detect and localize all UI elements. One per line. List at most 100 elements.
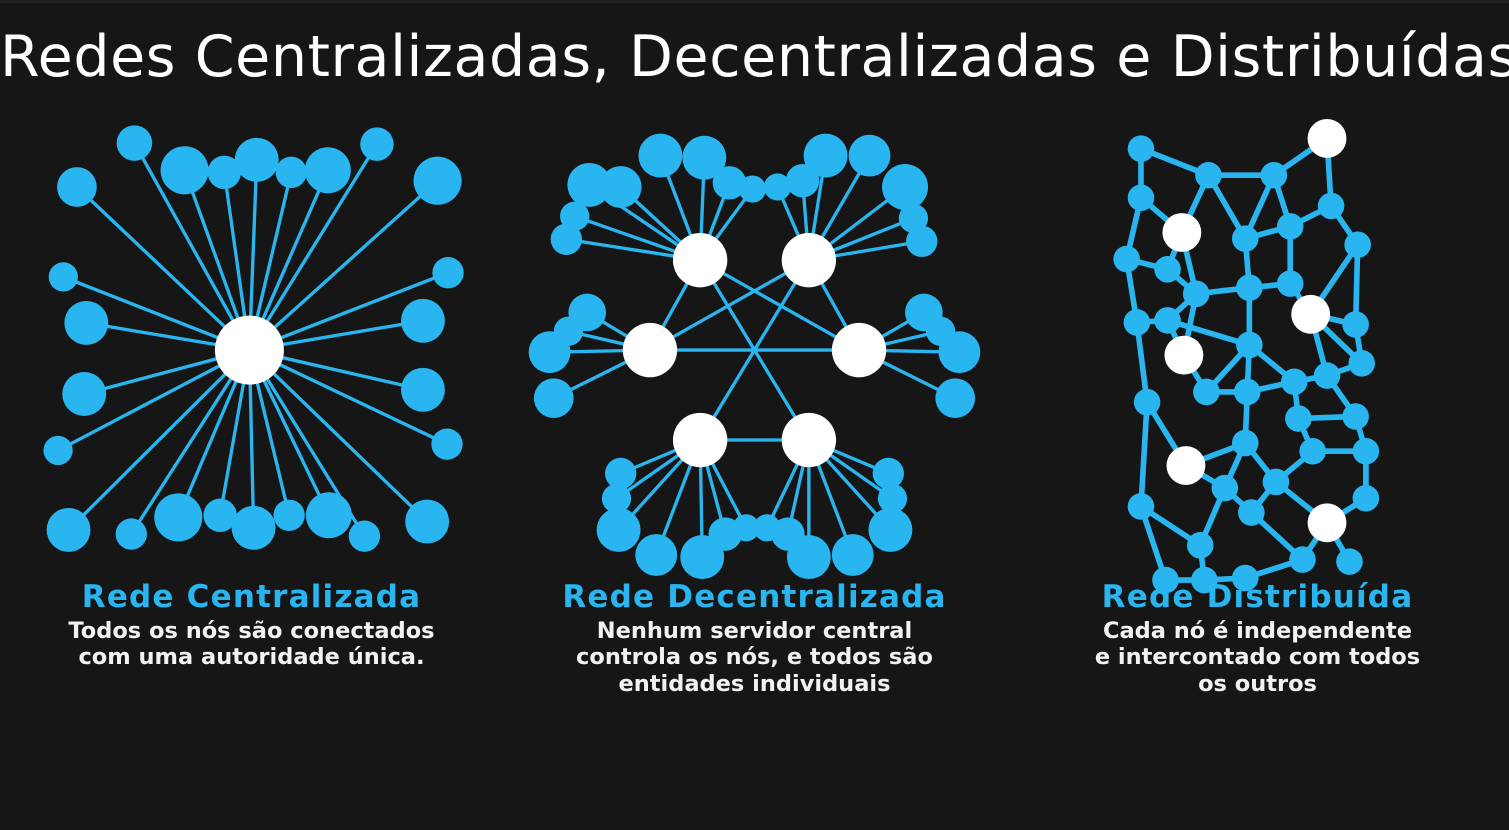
centralized-network-graphic — [0, 118, 503, 578]
network-node — [560, 201, 590, 231]
caption-title-decentralized: Rede Decentralizada — [562, 579, 947, 615]
network-node — [1231, 429, 1259, 457]
network-node — [1182, 280, 1210, 308]
network-node-hub — [1166, 446, 1206, 485]
network-node-hub — [672, 412, 728, 468]
network-node — [868, 507, 913, 552]
caption-title-centralized: Rede Centralizada — [81, 579, 422, 615]
network-node-hub — [1307, 119, 1347, 158]
distributed-network-svg — [1113, 119, 1380, 594]
network-node — [1154, 307, 1181, 334]
network-node — [1260, 161, 1288, 189]
network-node — [115, 518, 147, 550]
graph-edge — [247, 348, 449, 446]
network-node-hub — [622, 322, 678, 378]
network-node-hub — [781, 412, 837, 468]
network-node — [401, 298, 445, 343]
network-node — [638, 133, 683, 178]
graph-edge — [1138, 399, 1150, 510]
network-node — [275, 156, 307, 189]
network-node-hub — [1164, 335, 1204, 375]
network-node — [935, 378, 976, 419]
network-node — [432, 257, 464, 289]
caption-body-centralized: Todos os nós são conectados com uma auto… — [68, 617, 435, 671]
graph-edge — [129, 348, 252, 536]
network-node — [550, 223, 582, 255]
network-node — [1342, 403, 1369, 430]
graph-edge — [75, 185, 252, 352]
network-node — [1127, 184, 1155, 212]
network-node — [1285, 405, 1312, 432]
network-node — [785, 164, 820, 198]
panel-decentralized: Rede Decentralizada Nenhum servidor cent… — [503, 118, 1006, 718]
graph-nodes — [528, 133, 981, 580]
network-node — [348, 520, 381, 552]
caption-decentralized: Rede Decentralizada Nenhum servidor cent… — [503, 580, 1006, 697]
graph-edge — [247, 179, 440, 352]
network-panels: Rede Centralizada Todos os nós são conec… — [0, 118, 1509, 718]
network-node — [273, 499, 305, 531]
network-node — [712, 166, 747, 200]
network-node — [1236, 274, 1263, 301]
network-node — [803, 133, 848, 178]
network-node — [1313, 362, 1341, 389]
network-node — [906, 225, 938, 258]
network-node — [207, 155, 242, 190]
network-node — [763, 173, 792, 201]
network-node — [1123, 309, 1151, 336]
graph-edge — [698, 258, 861, 352]
network-node — [154, 493, 203, 542]
network-node — [732, 514, 760, 542]
network-node — [1317, 192, 1345, 220]
network-node — [1299, 437, 1326, 465]
network-node — [48, 262, 78, 292]
graph-edge — [247, 348, 429, 524]
network-node — [1262, 468, 1290, 496]
network-node — [680, 535, 725, 580]
network-node — [64, 300, 109, 345]
network-node — [401, 367, 445, 412]
network-node — [405, 499, 450, 544]
graph-nodes — [1113, 119, 1380, 594]
network-node-hub — [1162, 213, 1202, 252]
network-node — [43, 435, 73, 466]
network-node — [738, 175, 766, 203]
network-node-hub — [1291, 294, 1331, 334]
network-node — [599, 166, 642, 208]
network-node — [1348, 350, 1376, 377]
network-node — [360, 127, 394, 161]
caption-title-distributed: Rede Distribuída — [1101, 579, 1414, 615]
network-node — [1211, 474, 1239, 502]
network-node — [1289, 546, 1316, 573]
network-node — [567, 162, 612, 207]
panel-centralized: Rede Centralizada Todos os nós são conec… — [0, 118, 503, 718]
network-node — [1127, 493, 1155, 520]
network-node — [203, 498, 237, 532]
page-title: Redes Centralizadas, Decentralizadas e D… — [0, 24, 1509, 90]
network-node — [786, 535, 831, 580]
graph-edge — [247, 271, 450, 352]
network-node — [1195, 161, 1222, 189]
network-node — [234, 137, 279, 182]
network-node-hub — [831, 322, 887, 378]
network-node — [831, 534, 874, 576]
network-node — [1233, 378, 1261, 406]
network-node — [1336, 548, 1363, 575]
network-node — [1342, 311, 1369, 338]
network-node — [533, 378, 574, 419]
network-node — [57, 167, 97, 207]
network-node — [848, 134, 891, 177]
graph-edge — [1134, 319, 1150, 405]
network-node — [1133, 388, 1161, 416]
network-node — [46, 507, 91, 552]
network-node — [528, 331, 571, 374]
network-node — [1113, 245, 1140, 273]
network-node — [1193, 378, 1220, 406]
network-node — [596, 507, 641, 552]
panel-distributed: Rede Distribuída Cada nó é independente … — [1006, 118, 1509, 718]
network-node — [160, 146, 209, 195]
network-node — [413, 156, 462, 205]
caption-distributed: Rede Distribuída Cada nó é independente … — [1006, 580, 1509, 697]
network-node — [1281, 368, 1308, 396]
